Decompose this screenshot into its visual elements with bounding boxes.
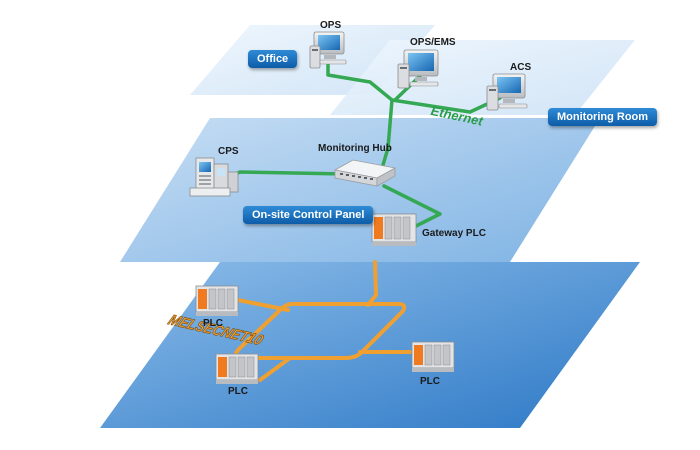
acs-label: ACS (510, 62, 532, 73)
ops-ems-label: OPS/EMS (410, 37, 456, 48)
plc-right-label: PLC (420, 376, 440, 387)
gateway-plc-icon[interactable] (371, 213, 417, 246)
cps-label: CPS (218, 146, 239, 157)
plc-bottom-label: PLC (228, 386, 248, 397)
control-panel-plane (120, 118, 600, 262)
monitoring-room-badge: Monitoring Room (548, 108, 658, 126)
office-badge: Office (248, 50, 298, 68)
plc-right-icon[interactable] (411, 341, 455, 372)
ops-computer-icon[interactable] (309, 31, 347, 69)
ops-ems-computer-icon[interactable] (397, 49, 439, 89)
acs-computer-icon[interactable] (486, 73, 528, 111)
monitoring-hub-label: Monitoring Hub (318, 143, 392, 154)
control-panel-badge: On-site Control Panel (243, 206, 374, 224)
plc-left-icon[interactable] (195, 285, 239, 316)
monitoring-hub-icon[interactable] (333, 159, 397, 187)
cps-cabinet-icon[interactable] (189, 157, 239, 197)
plc-left-label: PLC (203, 318, 223, 329)
gateway-plc-label: Gateway PLC (422, 228, 486, 239)
ethernet-network (216, 60, 502, 230)
ops-label: OPS (320, 20, 342, 31)
plc-bottom-icon[interactable] (215, 353, 259, 384)
melsecnet-network (233, 260, 412, 382)
